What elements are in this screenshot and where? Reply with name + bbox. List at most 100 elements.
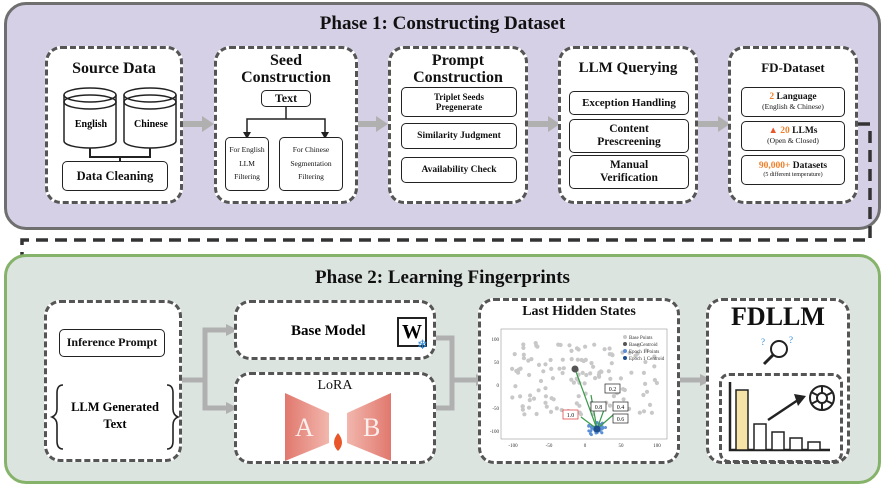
base-point [520,404,525,409]
base-model-label: Base Model [291,323,366,339]
base-point [643,359,648,365]
base-point [543,400,548,405]
weights-icon: W [397,317,427,347]
chinese-filter-line3: Filtering [298,172,324,182]
legend-entry: Base Points [629,336,653,341]
llm-querying-card: LLM Querying Exception Handling Content … [558,46,698,204]
content-prescreening-box: Content Prescreening [569,119,689,153]
triplet-line1: Triplet Seeds [433,91,485,102]
base-point [510,395,515,400]
distance-label-box [604,383,621,394]
base-point [588,371,593,376]
base-point [569,357,574,362]
base-point [591,364,596,369]
base-point [584,372,589,378]
legend-entry: Epoch 1 Centroid [629,357,665,362]
base-point [550,376,555,381]
distance-label-box [562,409,579,420]
legend-marker [623,356,627,360]
centroid-link [574,368,598,430]
english-filter-line1: For English [229,145,265,155]
legend-marker [623,335,627,339]
english-filter-line3: Filtering [234,172,260,182]
text-box: Text [261,90,311,107]
centroid-link [590,394,598,430]
prompt-title-line2: Construction [413,68,503,86]
source-data-card: Source Data English Chinese Data Cleanin… [45,46,183,204]
language-label: Language [774,92,817,103]
exception-handling-box: Exception Handling [569,91,689,115]
dataset-sub: (5 different temperature) [763,172,823,179]
base-point [510,366,515,371]
base-point [518,394,523,399]
triplet-seeds-box: Triplet Seeds Pregenerate [401,87,517,117]
svg-text:?: ? [789,335,793,345]
base-point [606,369,611,374]
base-point [534,411,539,417]
base-point [536,388,541,393]
base-point [641,392,646,398]
lora-title: LoRA [317,378,353,393]
base-point [513,384,518,389]
lora-b-label: B [363,413,381,442]
base-point [548,357,553,363]
base-point [560,370,565,376]
manual-line2: Verification [600,172,658,184]
x-tick-label: -50 [546,444,553,449]
prompt-construction-card: Prompt Construction Triplet Seeds Pregen… [388,46,528,204]
lora-card: LoRA A B [234,372,436,464]
base-point [543,362,548,367]
base-point [549,396,554,401]
base-point [576,394,581,399]
braces-icon [49,384,181,450]
epoch-point [587,429,591,433]
y-tick-label: 100 [492,338,500,343]
lora-a-label: A [295,413,314,442]
base-point [589,361,594,366]
base-point [609,361,614,366]
base-point [641,409,647,414]
base-point [521,352,526,357]
base-point [574,346,580,351]
openai-icon [809,385,835,411]
english-filter-line2: LLM [239,158,255,168]
base-point [652,364,657,369]
llm-label: LLMs [789,126,818,137]
base-point [533,341,538,346]
legend-entry: Epoch 1 Points [629,350,659,355]
epoch-point [587,424,591,428]
base-point [527,372,532,378]
base-point [580,370,585,375]
distance-label: 0.6 [617,417,625,423]
llm-sub: (Open & Closed) [767,136,819,146]
base-point [582,381,587,386]
base-point [647,402,653,407]
base-point [581,358,586,364]
base-point [536,362,542,367]
base-point [569,377,574,382]
base-point [528,393,533,398]
legend-marker [623,349,627,353]
inference-prompt-box: Inference Prompt [59,329,165,357]
hidden-states-title: Last Hidden States [522,304,636,319]
prompt-title-line1: Prompt [431,52,485,69]
base-point [521,345,526,350]
base-point [641,370,646,375]
base-point [531,396,537,401]
generated-text-label: LLM Generated Text [63,399,167,433]
llms-box: ▲ 20 LLMs (Open & Closed) [741,121,845,151]
base-point [636,343,641,348]
base-point [541,369,546,374]
epoch-point [600,431,604,435]
base-point [512,352,517,357]
base-point [577,403,582,408]
x-tick-label: -100 [508,444,518,449]
x-tick-label: 50 [619,444,625,449]
generated-line1: LLM Generated [71,400,159,414]
base-point [549,366,554,371]
chinese-filter-box: For Chinese Segmentation Filtering [279,137,343,191]
base-point [618,376,623,381]
base-point [621,397,626,402]
legend-entry: Base Centroid [629,343,658,348]
